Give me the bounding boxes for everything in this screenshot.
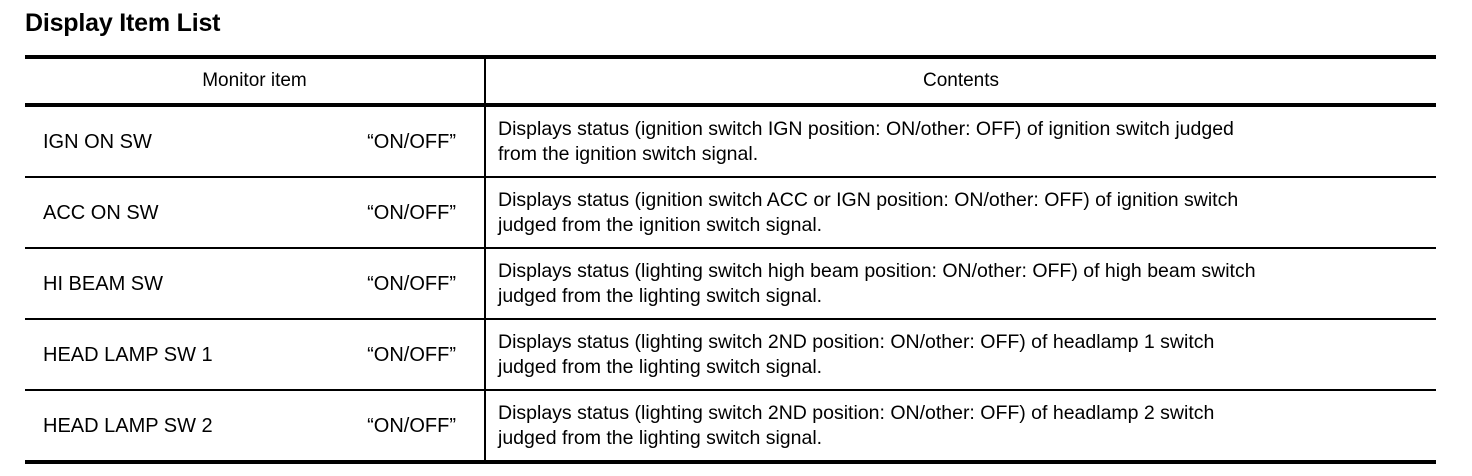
contents-line-2: judged from the lighting switch signal. <box>498 426 823 449</box>
monitor-item-name: HEAD LAMP SW 1 <box>43 343 213 366</box>
header-cell-monitor-item: Monitor item <box>25 57 485 107</box>
monitor-item-value: “ON/OFF” <box>367 343 456 366</box>
contents-line-1: Displays status (lighting switch 2ND pos… <box>498 330 1215 353</box>
contents-text: Displays status (lighting switch 2ND pos… <box>486 320 1436 389</box>
header-row: Monitor item Contents <box>25 57 1436 107</box>
monitor-item-value: “ON/OFF” <box>367 130 456 153</box>
cell-contents: Displays status (lighting switch high be… <box>484 247 1436 319</box>
page-title: Display Item List <box>25 9 221 37</box>
contents-line-2: from the ignition switch signal. <box>498 142 759 165</box>
table-row: IGN ON SW “ON/OFF” Displays status (igni… <box>25 105 1436 177</box>
table-header: Monitor item Contents <box>25 57 1436 107</box>
contents-text: Displays status (ignition switch ACC or … <box>486 178 1436 247</box>
monitor-item-name: IGN ON SW <box>43 130 152 153</box>
table-row: ACC ON SW “ON/OFF” Displays status (igni… <box>25 176 1436 248</box>
monitor-item-group: ACC ON SW “ON/OFF” <box>25 178 484 247</box>
monitor-item-name: ACC ON SW <box>43 201 159 224</box>
contents-line-2: judged from the lighting switch signal. <box>498 284 823 307</box>
monitor-item-group: IGN ON SW “ON/OFF” <box>25 107 484 176</box>
cell-monitor-item: HEAD LAMP SW 1 “ON/OFF” <box>25 318 485 390</box>
contents-line-1: Displays status (lighting switch 2ND pos… <box>498 401 1215 424</box>
table-row: HEAD LAMP SW 1 “ON/OFF” Displays status … <box>25 318 1436 390</box>
cell-monitor-item: ACC ON SW “ON/OFF” <box>25 176 485 248</box>
monitor-item-name: HI BEAM SW <box>43 272 164 295</box>
monitor-item-group: HEAD LAMP SW 1 “ON/OFF” <box>25 320 484 389</box>
cell-contents: Displays status (lighting switch 2ND pos… <box>484 389 1436 464</box>
table-body: IGN ON SW “ON/OFF” Displays status (igni… <box>25 105 1436 464</box>
cell-contents: Displays status (lighting switch 2ND pos… <box>484 318 1436 390</box>
monitor-item-value: “ON/OFF” <box>367 414 456 437</box>
monitor-item-group: HEAD LAMP SW 2 “ON/OFF” <box>25 391 484 460</box>
cell-monitor-item: IGN ON SW “ON/OFF” <box>25 105 485 177</box>
display-item-table: Monitor item Contents IGN ON SW “ON/OFF” <box>25 55 1436 464</box>
cell-contents: Displays status (ignition switch IGN pos… <box>484 105 1436 177</box>
contents-text: Displays status (lighting switch high be… <box>486 249 1436 318</box>
contents-line-1: Displays status (ignition switch ACC or … <box>498 188 1239 211</box>
monitor-item-name: HEAD LAMP SW 2 <box>43 414 213 437</box>
table-row: HI BEAM SW “ON/OFF” Displays status (lig… <box>25 247 1436 319</box>
monitor-item-group: HI BEAM SW “ON/OFF” <box>25 249 484 318</box>
contents-text: Displays status (lighting switch 2ND pos… <box>486 391 1436 460</box>
header-label-monitor-item: Monitor item <box>202 70 307 91</box>
header-label-contents: Contents <box>922 70 1000 91</box>
cell-monitor-item: HI BEAM SW “ON/OFF” <box>25 247 485 319</box>
contents-line-2: judged from the lighting switch signal. <box>498 355 823 378</box>
cell-contents: Displays status (ignition switch ACC or … <box>484 176 1436 248</box>
header-cell-contents: Contents <box>484 57 1436 107</box>
cell-monitor-item: HEAD LAMP SW 2 “ON/OFF” <box>25 389 485 464</box>
contents-line-2: judged from the ignition switch signal. <box>498 213 823 236</box>
monitor-item-value: “ON/OFF” <box>367 201 456 224</box>
contents-line-1: Displays status (lighting switch high be… <box>498 259 1256 282</box>
contents-text: Displays status (ignition switch IGN pos… <box>486 107 1436 176</box>
contents-line-1: Displays status (ignition switch IGN pos… <box>498 117 1234 140</box>
monitor-item-value: “ON/OFF” <box>367 272 456 295</box>
table-row: HEAD LAMP SW 2 “ON/OFF” Displays status … <box>25 389 1436 464</box>
